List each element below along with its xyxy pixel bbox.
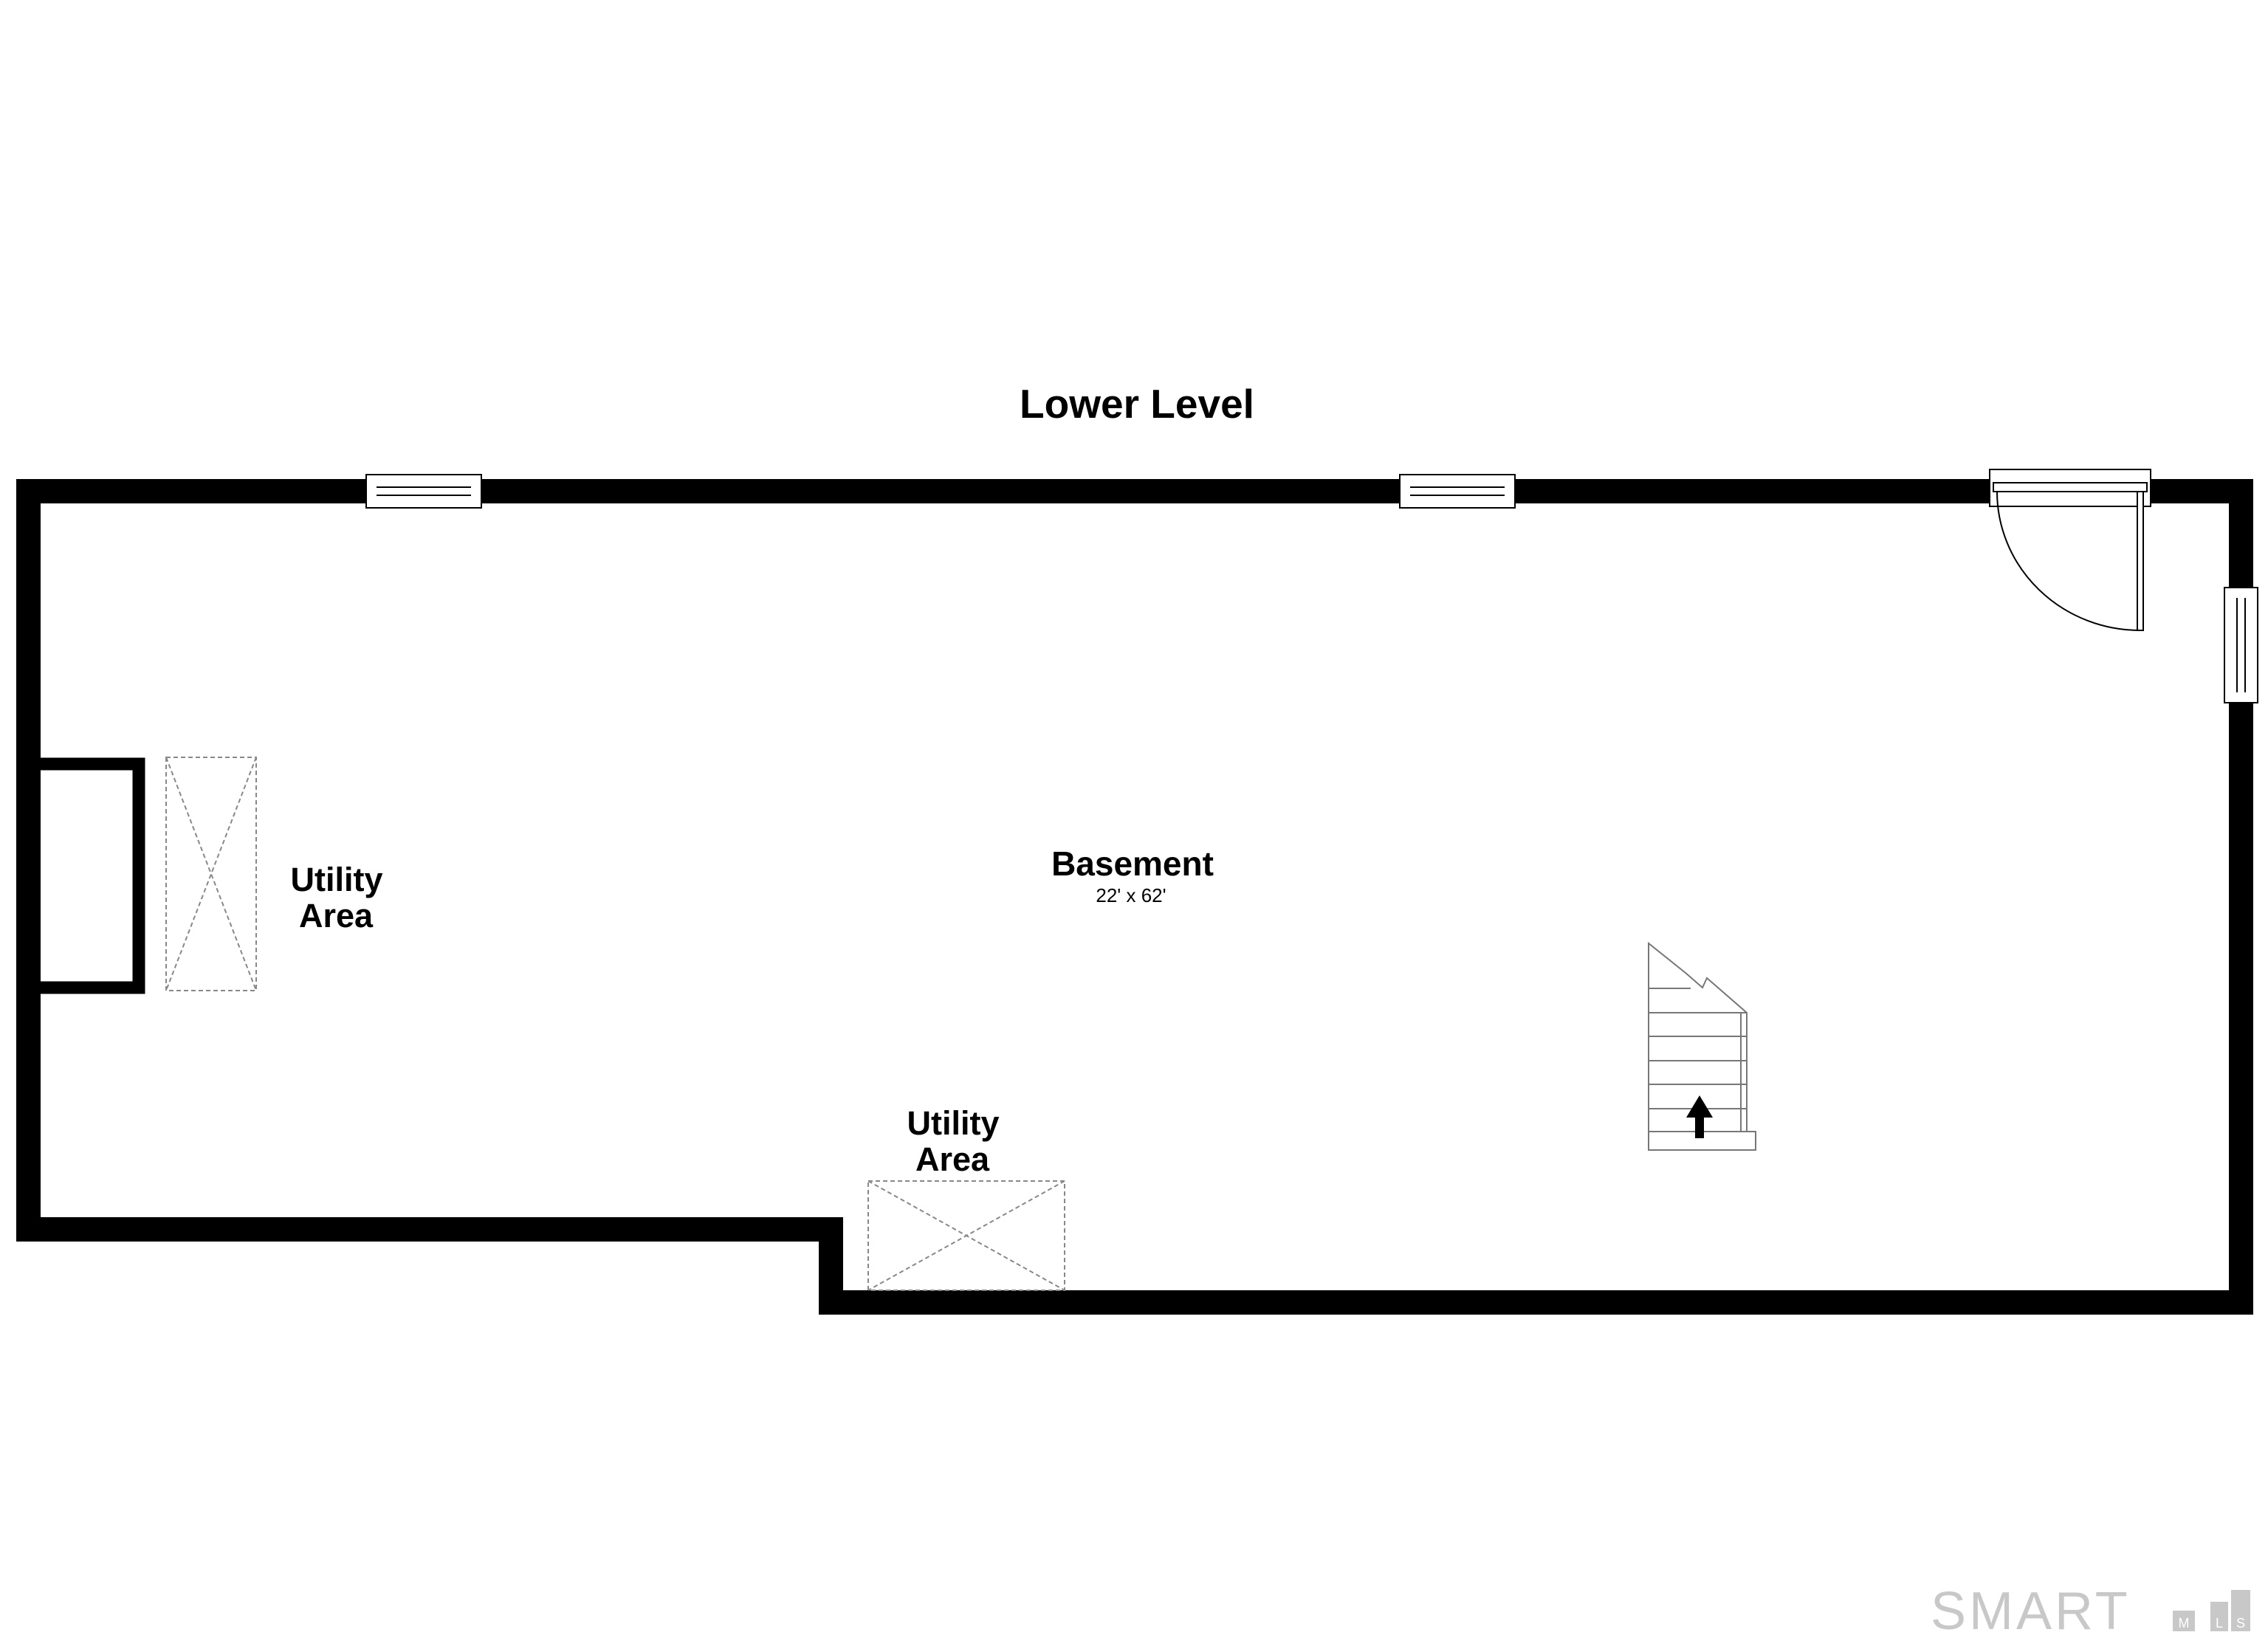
- utility-area-label-left-line1: Utility: [290, 861, 382, 898]
- window-top-right: [1399, 474, 1516, 509]
- utility-area-label-left-line2: Area: [299, 897, 374, 934]
- wall-top: [16, 479, 2253, 503]
- window-top-left: [365, 474, 482, 509]
- room-name: Basement: [1051, 844, 1214, 883]
- window-right: [2224, 587, 2258, 703]
- wall-bottom-right: [819, 1290, 2253, 1315]
- watermark-letter-l: L: [2216, 1616, 2223, 1631]
- entry-door: [1989, 469, 2151, 631]
- wall-left: [16, 479, 41, 1242]
- exterior-walls: [16, 479, 2253, 1315]
- watermark-letter-s: S: [2236, 1616, 2245, 1631]
- stair-arrow-icon: [1686, 1095, 1713, 1138]
- watermark-letter-m: M: [2179, 1616, 2190, 1631]
- watermark-brand: SMART: [1931, 1582, 2131, 1641]
- wall-niche: [30, 757, 145, 994]
- utility-box-left: [165, 757, 257, 991]
- utility-box-bottom: [867, 1180, 1065, 1291]
- room-dimensions: 22' x 62': [1096, 884, 1166, 906]
- utility-area-label-bottom-line2: Area: [915, 1140, 990, 1178]
- level-title: Lower Level: [1020, 381, 1254, 427]
- wall-bottom-left: [16, 1217, 842, 1242]
- smart-mls-logo: SMART M L S: [1931, 1582, 2250, 1641]
- utility-area-label-bottom-line1: Utility: [907, 1104, 999, 1142]
